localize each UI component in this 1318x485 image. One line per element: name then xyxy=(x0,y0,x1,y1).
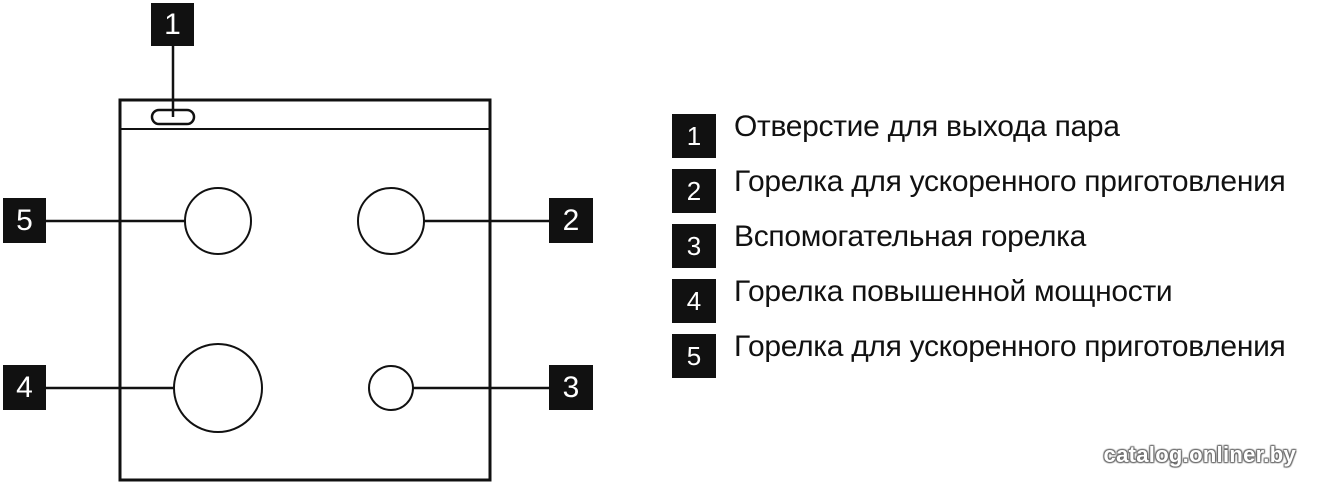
legend-label: Горелка для ускоренного приготовления xyxy=(734,165,1286,198)
legend-item-5: 5 Горелка для ускоренного приготовления xyxy=(672,326,1318,378)
legend-item-3: 3 Вспомогательная горелка xyxy=(672,216,1318,268)
hob-outline xyxy=(118,98,492,482)
callout-4: 4 xyxy=(3,365,46,410)
legend-number: 2 xyxy=(672,169,716,213)
burner-2-rapid xyxy=(357,187,425,255)
callout-2: 2 xyxy=(549,198,593,243)
legend-label: Горелка для ускоренного приготовления xyxy=(734,330,1286,363)
callout-5: 5 xyxy=(3,198,46,243)
legend-number: 1 xyxy=(672,114,716,158)
legend-label: Отверстие для выхода пара xyxy=(734,110,1120,143)
callout-1: 1 xyxy=(151,3,194,46)
legend-number: 5 xyxy=(672,334,716,378)
burner-3-auxiliary xyxy=(368,365,414,411)
legend-number: 4 xyxy=(672,279,716,323)
legend-item-2: 2 Горелка для ускоренного приготовления xyxy=(672,161,1318,213)
burner-5-rapid xyxy=(184,187,252,255)
callout-3: 3 xyxy=(549,365,593,410)
legend-label: Горелка повышенной мощности xyxy=(734,275,1173,308)
legend-number: 3 xyxy=(672,224,716,268)
legend-item-1: 1 Отверстие для выхода пара xyxy=(672,106,1318,158)
legend-label: Вспомогательная горелка xyxy=(734,220,1087,253)
watermark: catalog.onliner.by xyxy=(1103,442,1296,467)
burner-4-triple-crown xyxy=(173,343,263,433)
legend-item-4: 4 Горелка повышенной мощности xyxy=(672,271,1318,323)
